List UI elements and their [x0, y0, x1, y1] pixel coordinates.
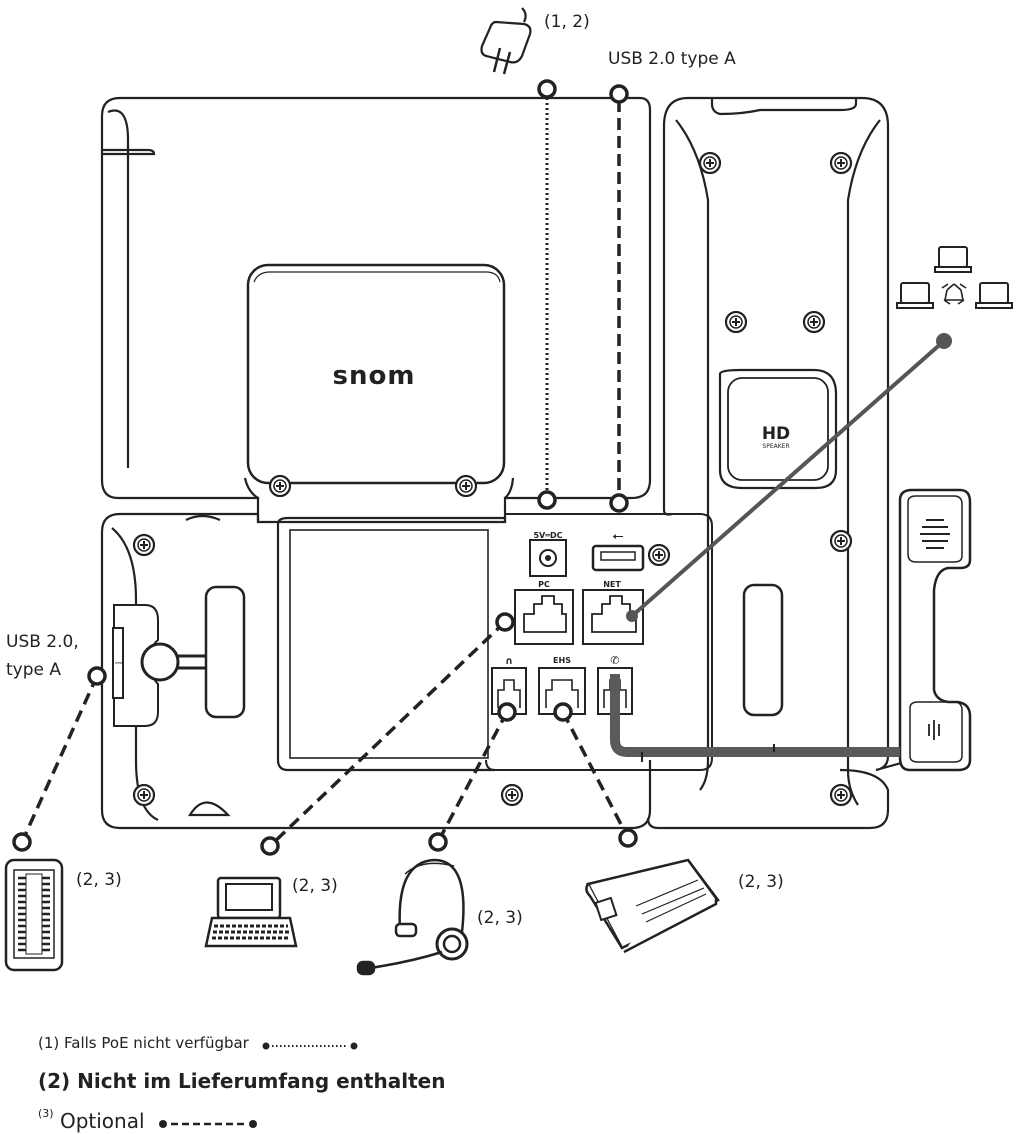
headset-connection-line	[436, 711, 509, 843]
screw-icon	[829, 529, 853, 553]
net-port-label: NET	[603, 580, 621, 589]
usb-side-label-line2: type A	[6, 660, 62, 680]
pc-connection-line	[268, 620, 507, 848]
legend-item-1-text: (1) Falls PoE nicht verfügbar	[38, 1034, 249, 1052]
side-usb-area	[112, 585, 246, 727]
speaker-badge-sub: SPEAKER	[762, 443, 789, 450]
expansion-module-label: (2, 3)	[76, 870, 122, 890]
connector-panel	[485, 513, 713, 771]
power-adapter-icon	[480, 7, 532, 75]
headset-label: (2, 3)	[477, 908, 523, 928]
power-adapter-label: (1, 2)	[544, 12, 590, 32]
legend-item-2: (2) Nicht im Lieferumfang enthalten	[38, 1069, 446, 1093]
brand-logo: snom	[333, 361, 416, 391]
legend-item-3-text: Optional	[59, 1109, 145, 1133]
screw-icon	[647, 543, 671, 567]
screw-icon	[724, 310, 748, 334]
screw-icon	[132, 533, 156, 557]
usb-port-icon: ⭠	[612, 528, 623, 544]
headset-port-icon: ∩	[505, 656, 513, 667]
legend-item-1: (1) Falls PoE nicht verfügbar	[38, 1034, 360, 1052]
ehs-connection-line	[561, 711, 630, 839]
screw-icon	[132, 783, 156, 807]
headset-icon	[356, 858, 469, 976]
screw-icon	[500, 783, 524, 807]
handset-cradle	[646, 96, 906, 830]
screw-icon	[829, 783, 853, 807]
screw-icon	[829, 151, 853, 175]
speaker-badge: HD	[762, 424, 790, 444]
screw-icon	[454, 474, 478, 498]
ehs-adapter-icon	[585, 858, 720, 954]
stand-cover: snom	[246, 263, 506, 485]
screw-icon	[802, 310, 826, 334]
phone-lower-body	[100, 512, 652, 830]
pc-port-label: PC	[538, 580, 550, 589]
legend-item-3-sup: (3)	[38, 1107, 54, 1120]
usb-side-icon: ⎓	[115, 659, 122, 669]
dashed-line-sample-icon	[158, 1119, 257, 1128]
handset	[898, 488, 972, 772]
usb-side-label-line1: USB 2.0,	[6, 632, 79, 652]
handset-port-icon: ✆	[610, 654, 619, 667]
computer-icon	[204, 876, 298, 948]
handset-cord	[610, 674, 900, 757]
screw-icon	[698, 151, 722, 175]
network-icon	[896, 246, 1013, 309]
power-port-label: 5V═DC	[533, 531, 562, 540]
legend-item-3: (3) Optional	[38, 1107, 261, 1133]
screw-icon	[268, 474, 292, 498]
ehs-adapter-label: (2, 3)	[738, 872, 784, 892]
ehs-port-label: EHS	[553, 656, 571, 665]
usb-side-connection-line	[20, 675, 99, 843]
computer-label: (2, 3)	[292, 876, 338, 896]
expansion-module-icon	[4, 858, 64, 972]
network-connection-line	[630, 339, 946, 618]
dotted-line-sample-icon	[262, 1042, 358, 1049]
usb-top-label: USB 2.0 type A	[608, 49, 736, 69]
